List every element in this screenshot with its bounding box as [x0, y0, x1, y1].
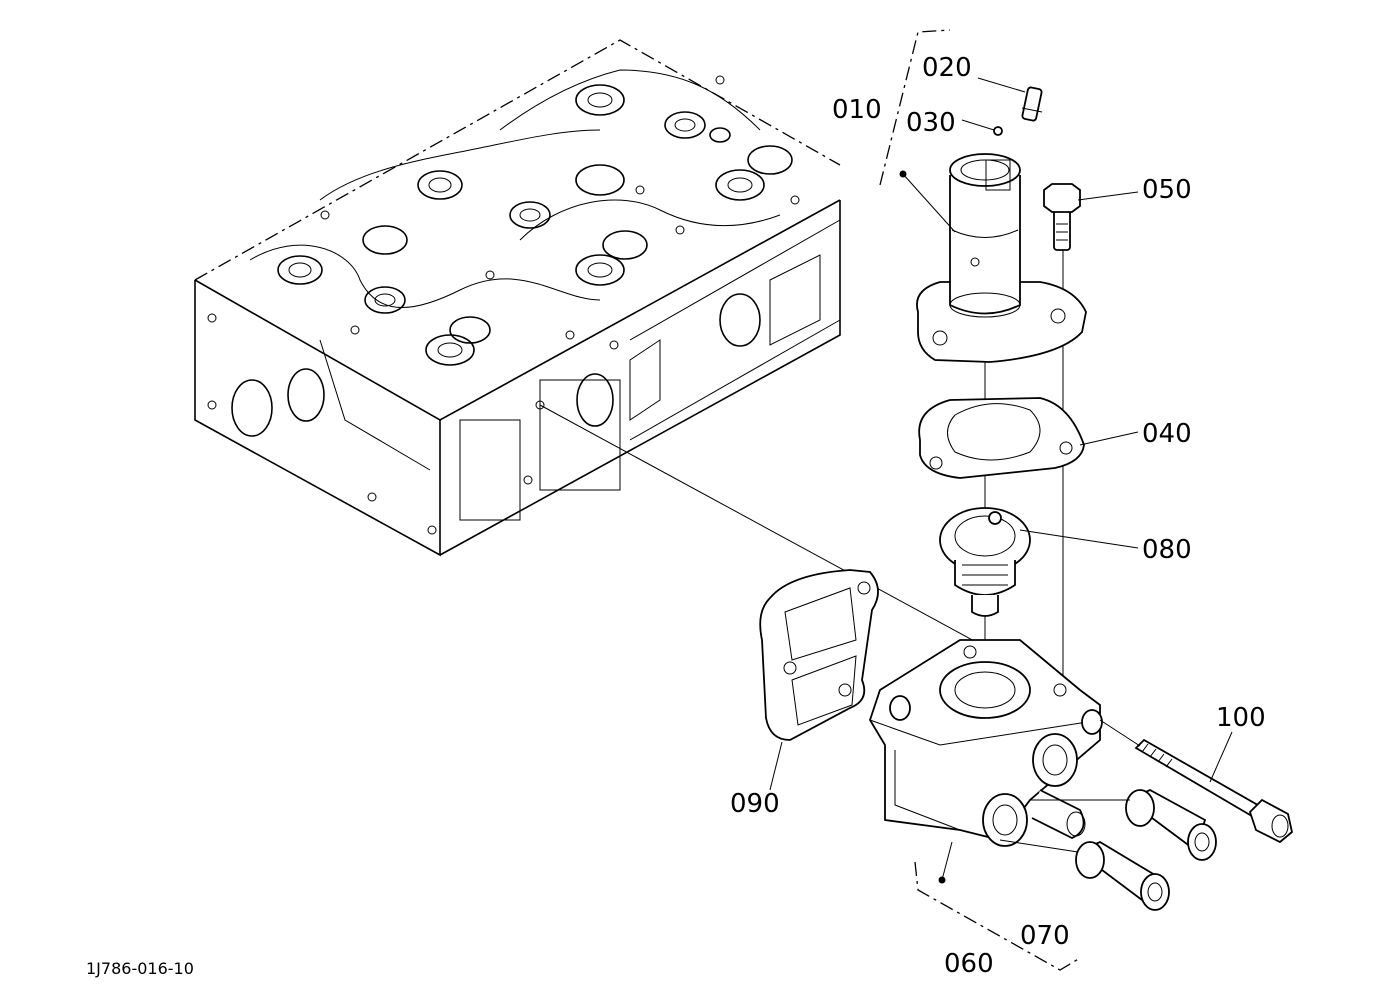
housing-bolt: [1099, 719, 1293, 844]
label-070: 070: [1020, 921, 1070, 951]
part-labels: 020 010 030 050 040 080 100 090 070 060: [730, 53, 1266, 979]
label-030: 030: [906, 108, 956, 138]
label-080: 080: [1142, 535, 1192, 565]
label-020: 020: [922, 53, 972, 83]
cover-gasket: [918, 397, 1085, 479]
label-040: 040: [1142, 419, 1192, 449]
label-050: 050: [1142, 175, 1192, 205]
label-010: 010: [832, 95, 882, 125]
ball: [993, 126, 1003, 136]
housing-gasket: [759, 569, 879, 741]
drawing-code: 1J786-016-10: [86, 959, 194, 978]
pin: [1021, 86, 1043, 122]
thermostat-housing: [869, 639, 1103, 847]
thermostat-cover: [916, 153, 1087, 363]
thermostat: [939, 507, 1031, 617]
leader-lines: [769, 77, 1233, 881]
hose-fittings: [999, 788, 1217, 911]
cylinder-head: [194, 39, 841, 557]
label-100: 100: [1216, 703, 1266, 733]
cover-bolt: [1043, 183, 1081, 251]
label-060: 060: [944, 949, 994, 979]
group-bracket-060: [914, 861, 1081, 971]
label-090: 090: [730, 789, 780, 819]
